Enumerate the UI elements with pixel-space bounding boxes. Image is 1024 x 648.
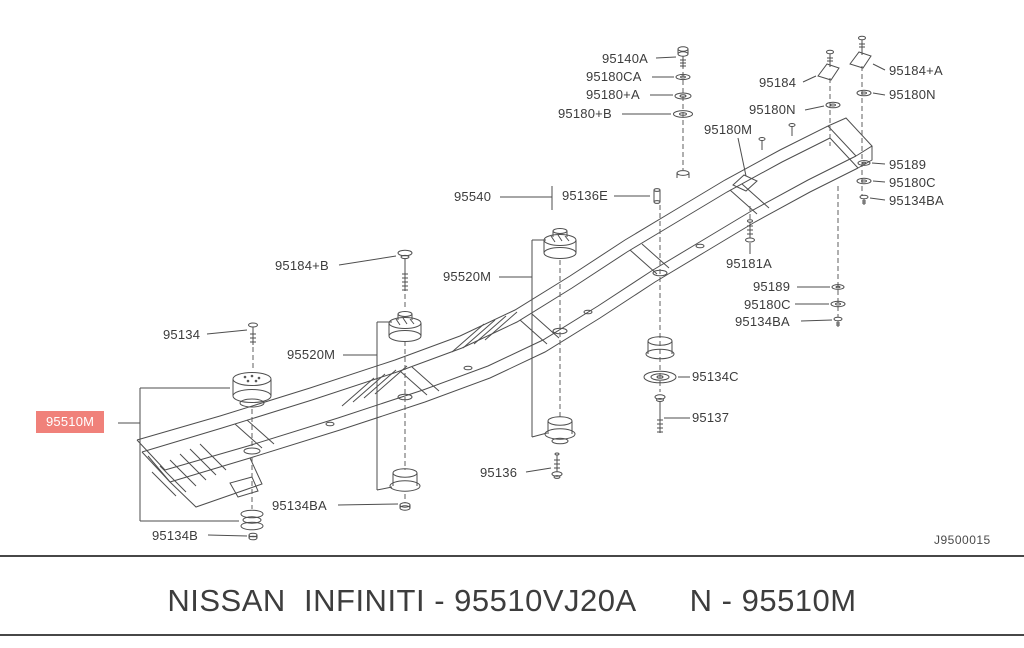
clamp-95184-plus-a (849, 35, 872, 69)
part-label-95180n-right: 95180N (889, 87, 936, 102)
part-label-95134: 95134 (163, 327, 201, 342)
leader-lines (118, 56, 886, 537)
body-mount-95510m (232, 372, 272, 408)
assembly-centerlines (251, 56, 863, 509)
frame-rails (136, 117, 873, 483)
part-label-95181a: 95181A (726, 256, 773, 271)
bolt-95137 (654, 394, 666, 433)
washer-95189-mid (831, 284, 845, 290)
bolt-95181a (745, 219, 755, 243)
frame-diagram-svg (118, 35, 886, 541)
washer-95180-plus-a (674, 92, 692, 100)
part-label-95540: 95540 (454, 189, 492, 204)
part-label-95189-mid: 95189 (753, 279, 791, 294)
part-label-95137: 95137 (692, 410, 730, 425)
front-crossmember-hatch (147, 443, 263, 508)
part-label-95180-plus-b: 95180+B (558, 106, 612, 121)
clamp-95184 (817, 49, 840, 81)
body-mounting-parts-diagram: 95140A 95180CA 95180+A 95180+B 95184 951… (36, 35, 991, 547)
frame-mount-brackets (243, 123, 796, 455)
part-label-95510m-highlighted: 95510M (36, 411, 105, 433)
part-label-95136: 95136 (480, 465, 518, 480)
part-label-95134c: 95134C (692, 369, 739, 384)
insulator-stack-95134b (240, 509, 264, 541)
footer-part-title: NISSAN INFINITI - 95510VJ20A N - 95510M (167, 583, 857, 618)
footer-divider-bottom (0, 634, 1024, 636)
part-label-95180c-right: 95180C (889, 175, 936, 190)
part-label-95184: 95184 (759, 75, 797, 90)
bolt-95134 (248, 322, 258, 345)
washer-95180n-right (856, 89, 872, 97)
part-label-95134ba-bottom: 95134BA (272, 498, 327, 513)
washer-95180c-right (856, 177, 872, 185)
part-label-95136e: 95136E (562, 188, 609, 203)
drawing-code: J9500015 (934, 533, 991, 547)
part-label-95180c-mid: 95180C (744, 297, 791, 312)
part-label-95189-right: 95189 (889, 157, 927, 172)
part-label-95184-plus-a: 95184+A (889, 63, 943, 78)
footer-divider-top (0, 555, 1024, 557)
part-label-95520m-upper: 95520M (443, 269, 492, 284)
washer-95180ca (675, 73, 691, 81)
bushing-95520m-lower (388, 311, 422, 342)
part-label-95180m: 95180M (704, 122, 753, 137)
bushing-95520m-upper (543, 228, 577, 259)
part-label-95134b: 95134B (152, 528, 199, 543)
screw-95134ba-mid (833, 316, 843, 327)
part-label-95520m-lower: 95520M (287, 347, 336, 362)
washer-cup-95134c (643, 370, 677, 384)
part-label-95180ca: 95180CA (586, 69, 642, 84)
part-label-95140a: 95140A (602, 51, 649, 66)
screw-95134ba-right (859, 194, 869, 205)
bolt-95136 (551, 452, 563, 479)
mid-frame-hatch (341, 311, 518, 407)
bolt-95184-plus-b (397, 249, 413, 291)
washer-95180n-left (825, 101, 841, 109)
pin-95136e (653, 188, 661, 204)
part-label-95134ba-right: 95134BA (889, 193, 944, 208)
washer-95180c-mid (830, 300, 846, 308)
part-label-95180-plus-a: 95180+A (586, 87, 640, 102)
washer-95180-plus-b (673, 110, 693, 118)
part-label-95184-plus-b: 95184+B (275, 258, 329, 273)
nut-95134ba-bottom (399, 502, 411, 511)
part-label-95180n-left: 95180N (749, 102, 796, 117)
washer-95189-right (857, 160, 871, 166)
bushing-rear-lower (645, 336, 675, 360)
part-label-95134ba-mid: 95134BA (735, 314, 790, 329)
bolt-95140a (677, 46, 689, 68)
bushing-95520m-upper-lower-half (544, 416, 576, 445)
bushing-95520m-lower-lower-half (389, 468, 421, 492)
